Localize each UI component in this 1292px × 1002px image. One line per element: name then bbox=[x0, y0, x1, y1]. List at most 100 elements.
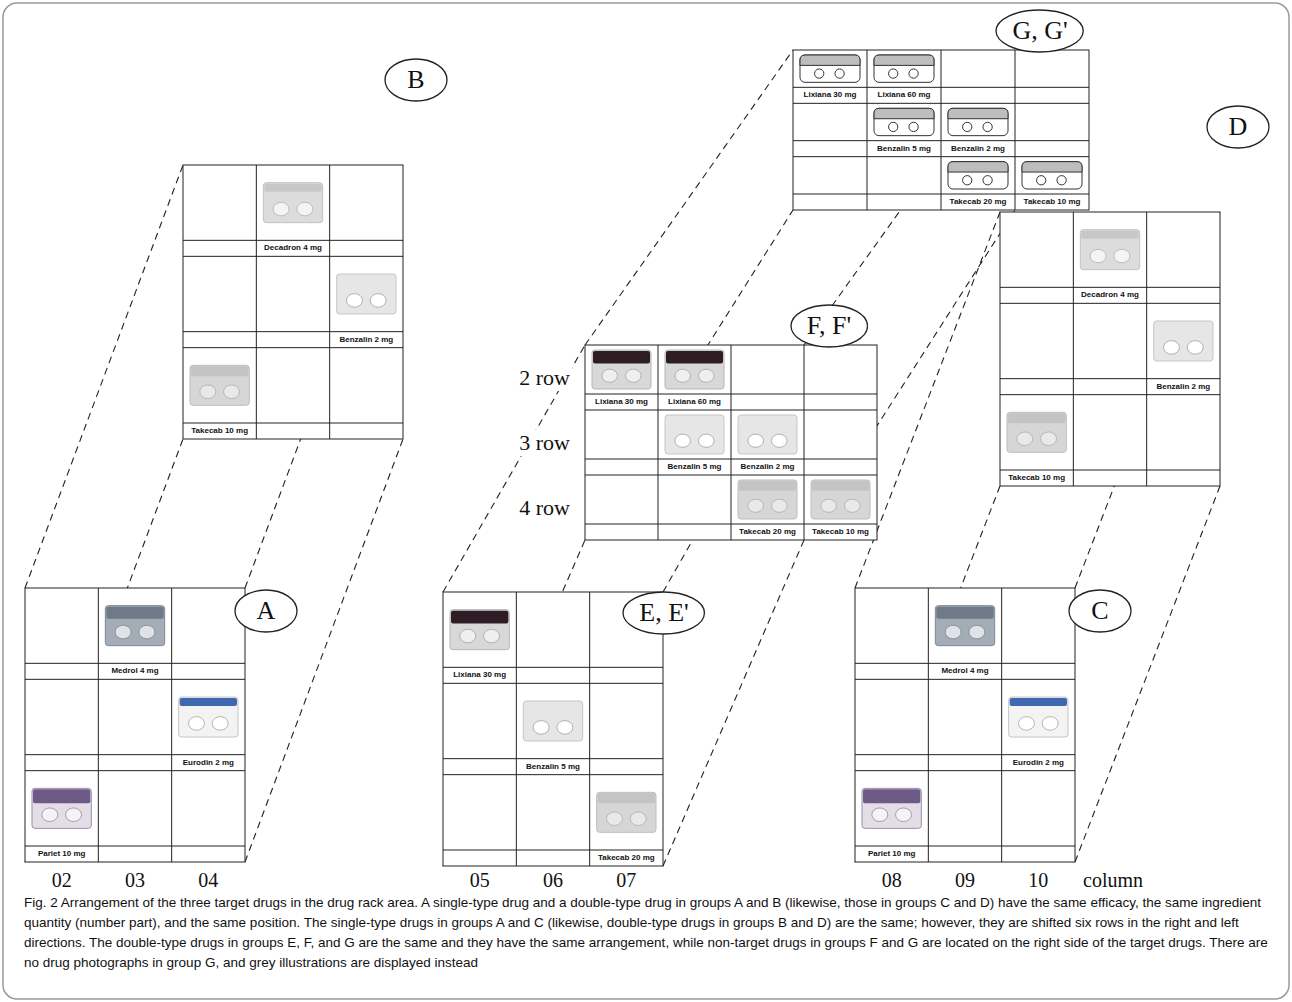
blister-band bbox=[180, 698, 237, 706]
blister-pill bbox=[896, 808, 912, 822]
blister-band bbox=[1008, 413, 1065, 423]
drug-name: Decadron 4 mg bbox=[263, 243, 323, 253]
drug-name: Lixiana 30 mg bbox=[594, 397, 649, 407]
blister-band bbox=[863, 789, 920, 803]
column-label: 04 bbox=[198, 869, 218, 891]
shelf-line bbox=[443, 667, 663, 668]
blister-band bbox=[739, 481, 796, 491]
blister-pill bbox=[1187, 341, 1203, 355]
blister-band bbox=[451, 611, 508, 624]
illustration-pill bbox=[889, 122, 898, 131]
drug-name: Lixiana 60 mg bbox=[877, 90, 932, 100]
blister-band bbox=[598, 793, 655, 803]
blister-pill bbox=[969, 625, 985, 639]
shelf-line bbox=[1000, 394, 1220, 395]
shelf-line bbox=[25, 663, 245, 664]
blister-band bbox=[593, 351, 650, 363]
perspective-dash bbox=[443, 345, 585, 592]
column-label: 07 bbox=[616, 869, 636, 891]
drug-photo bbox=[523, 701, 582, 741]
drug-pictures bbox=[32, 55, 1213, 832]
drug-name: Decadron 4 mg bbox=[1080, 290, 1140, 300]
blister-sheet bbox=[1154, 321, 1213, 361]
illustration-top bbox=[948, 108, 1008, 118]
drug-name: Benzalin 2 mg bbox=[338, 335, 394, 345]
drug-photo bbox=[811, 480, 870, 519]
group-ellipse: F, F' bbox=[790, 304, 869, 348]
drug-illustration bbox=[874, 108, 934, 135]
ellipse-shape bbox=[791, 305, 868, 347]
illustration-pill bbox=[963, 176, 972, 185]
drug-name: Pariet 10 mg bbox=[867, 849, 917, 859]
blister-band bbox=[191, 366, 248, 376]
row-label: 4 row bbox=[517, 495, 572, 521]
drug-name: Benzalin 5 mg bbox=[667, 462, 723, 472]
row-label: 2 row bbox=[517, 365, 572, 391]
blister-pill bbox=[1163, 341, 1179, 355]
column-line bbox=[1146, 212, 1147, 486]
panel-frame bbox=[793, 50, 1089, 210]
column-line bbox=[731, 345, 732, 540]
shelf-line bbox=[443, 683, 663, 684]
figure-frame bbox=[3, 3, 1289, 999]
drug-photo bbox=[1080, 230, 1139, 270]
column-line bbox=[804, 345, 805, 540]
blister-pill bbox=[346, 294, 362, 308]
drug-photo bbox=[935, 606, 994, 646]
group-label: D bbox=[1229, 105, 1248, 149]
blister-pill bbox=[115, 625, 131, 639]
panel-frame bbox=[1000, 212, 1220, 486]
shelf-line bbox=[25, 754, 245, 755]
shelf-line bbox=[1000, 287, 1220, 288]
blister-pill bbox=[626, 369, 642, 382]
illustration-pill bbox=[983, 176, 992, 185]
illustration-pill bbox=[889, 69, 898, 78]
shelf-line bbox=[855, 770, 1075, 771]
illustration-body bbox=[800, 55, 860, 82]
figure-caption: Fig. 2 Arrangement of the three target d… bbox=[24, 893, 1270, 973]
column-line bbox=[256, 165, 257, 439]
blister-pill bbox=[188, 717, 204, 731]
column-label: 09 bbox=[955, 869, 975, 891]
shelf-line bbox=[183, 240, 403, 241]
illustration-top bbox=[1022, 162, 1082, 172]
blister-sheet bbox=[337, 274, 396, 314]
blister-sheet bbox=[592, 350, 651, 389]
perspective-dash bbox=[1075, 486, 1220, 862]
column-label: 05 bbox=[470, 869, 490, 891]
blister-sheet bbox=[597, 792, 656, 832]
illustration-pill bbox=[909, 69, 918, 78]
blister-sheet bbox=[1080, 230, 1139, 270]
ellipse-shape bbox=[1207, 106, 1269, 148]
group-label: E, E' bbox=[639, 591, 688, 635]
blister-pill bbox=[748, 434, 764, 447]
group-label: F, F' bbox=[807, 304, 852, 348]
blister-sheet bbox=[935, 606, 994, 646]
ellipse-shape bbox=[996, 10, 1083, 52]
drug-name: Benzalin 5 mg bbox=[876, 144, 932, 154]
shelf-line bbox=[855, 663, 1075, 664]
blister-sheet bbox=[263, 183, 322, 223]
drug-photo bbox=[1009, 697, 1068, 737]
blister-pill bbox=[1042, 717, 1058, 731]
drug-name: Takecab 10 mg bbox=[1023, 197, 1082, 207]
drug-photo bbox=[1154, 321, 1213, 361]
blister-pill bbox=[630, 812, 646, 826]
drug-name: Eurodin 2 mg bbox=[182, 758, 235, 768]
drug-photo bbox=[263, 183, 322, 223]
panel-frame bbox=[585, 345, 877, 540]
perspective-dash bbox=[663, 540, 804, 866]
drug-photo bbox=[32, 788, 91, 828]
rack-panel bbox=[25, 588, 245, 862]
illustration-pill bbox=[1057, 176, 1066, 185]
column-label: 03 bbox=[125, 869, 145, 891]
blister-pill bbox=[675, 369, 691, 382]
blister-sheet bbox=[811, 480, 870, 519]
illustration-pill bbox=[983, 122, 992, 131]
column-label: 02 bbox=[52, 869, 72, 891]
illustration-body bbox=[948, 162, 1008, 189]
drug-name: Medrol 4 mg bbox=[940, 666, 989, 676]
drug-photo bbox=[179, 697, 238, 737]
blister-pill bbox=[66, 808, 82, 822]
